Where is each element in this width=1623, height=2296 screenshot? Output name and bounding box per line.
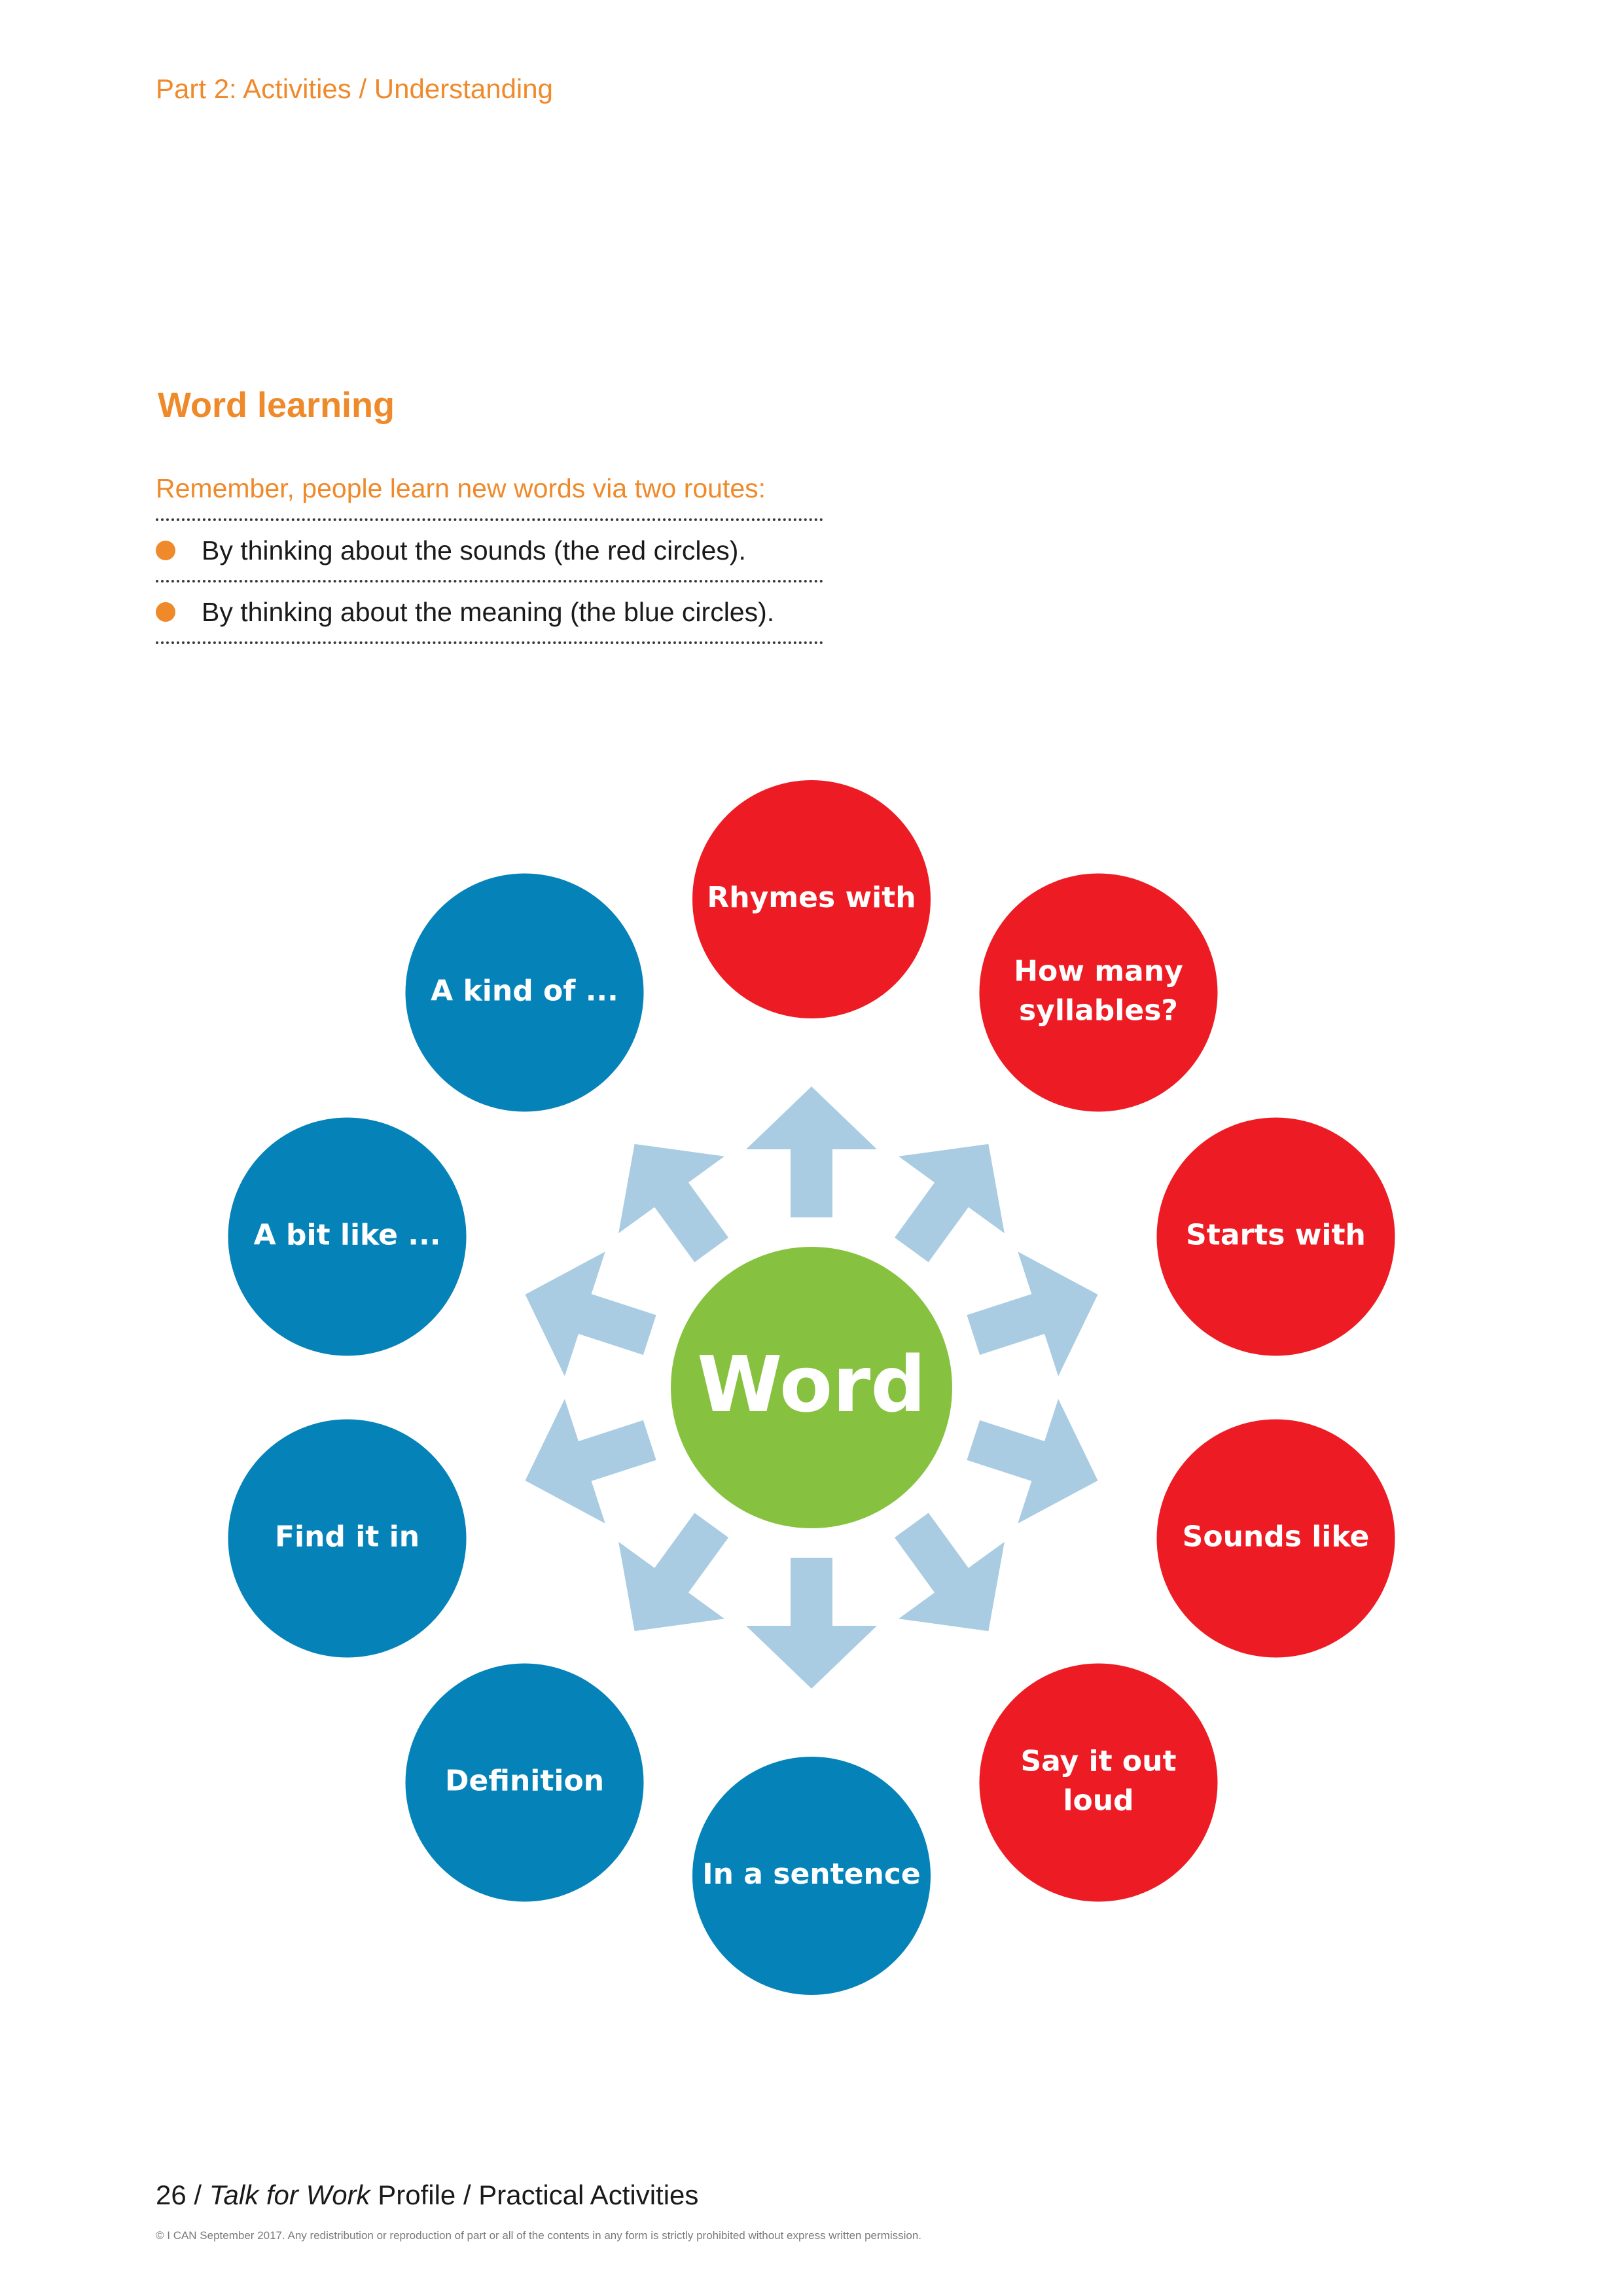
outward-arrow bbox=[525, 1251, 656, 1376]
outward-arrow bbox=[967, 1251, 1098, 1376]
circle-shape bbox=[1156, 1117, 1395, 1356]
circle-label: In a sentence bbox=[702, 1857, 921, 1891]
meaning-circle-8: A bit like ... bbox=[228, 1117, 467, 1356]
footer-line: 26 / Talk for Work Profile / Practical A… bbox=[156, 2179, 698, 2211]
sound-circle-2: Starts with bbox=[1156, 1117, 1395, 1356]
center-label: Word bbox=[697, 1339, 926, 1429]
circle-label: A kind of ... bbox=[431, 974, 618, 1007]
circle-label: Sounds like bbox=[1183, 1520, 1370, 1554]
outward-arrow bbox=[894, 1513, 1005, 1632]
circle-label: Definition bbox=[445, 1765, 604, 1798]
publication-subtitle: Profile / Practical Activities bbox=[370, 2179, 699, 2210]
circle-shape bbox=[1156, 1419, 1395, 1658]
outward-arrow bbox=[618, 1143, 729, 1263]
sound-circle-0: Rhymes with bbox=[692, 780, 931, 1018]
copyright-notice: © I CAN September 2017. Any redistributi… bbox=[156, 2229, 922, 2242]
sound-circle-3: Sounds like bbox=[1156, 1419, 1395, 1658]
circle-label: How many bbox=[1014, 954, 1183, 988]
circle-shape bbox=[228, 1419, 467, 1658]
circle-shape bbox=[692, 1757, 931, 1995]
circle-shape bbox=[979, 873, 1218, 1112]
circle-shape bbox=[692, 780, 931, 1018]
outward-arrow bbox=[967, 1399, 1098, 1524]
bullet-item-meaning: By thinking about the meaning (the blue … bbox=[156, 583, 823, 644]
outward-arrow bbox=[746, 1558, 877, 1689]
circle-label: Find it in bbox=[275, 1520, 419, 1554]
circle-shape bbox=[405, 1663, 644, 1902]
circle-label: A bit like ... bbox=[254, 1218, 441, 1251]
circle-label: loud bbox=[1063, 1784, 1133, 1818]
circle-label: syllables? bbox=[1019, 994, 1178, 1027]
sound-circle-1: How many syllables? bbox=[979, 873, 1218, 1112]
meaning-circle-6: Definition bbox=[405, 1663, 644, 1902]
page-number: 26 / bbox=[156, 2179, 209, 2210]
circle-shape bbox=[979, 1663, 1218, 1902]
publication-title: Talk for Work bbox=[209, 2179, 370, 2210]
circle-shape bbox=[405, 873, 644, 1112]
intro-text: Remember, people learn new words via two… bbox=[156, 469, 823, 521]
center-circle-shape bbox=[671, 1247, 952, 1528]
bullet-text: By thinking about the sounds (the red ci… bbox=[202, 535, 746, 565]
intro-block: Remember, people learn new words via two… bbox=[156, 469, 823, 644]
outward-arrow bbox=[746, 1086, 877, 1217]
bullet-dot-icon bbox=[156, 541, 175, 560]
outward-arrow bbox=[525, 1399, 656, 1524]
center-word-circle: Word bbox=[671, 1247, 952, 1528]
circle-label: Starts with bbox=[1186, 1218, 1366, 1251]
section-title: Word learning bbox=[158, 386, 395, 425]
meaning-circle-9: A kind of ... bbox=[405, 873, 644, 1112]
circle-label: Rhymes with bbox=[707, 881, 916, 914]
bullet-item-sounds: By thinking about the sounds (the red ci… bbox=[156, 521, 823, 583]
outward-arrow bbox=[618, 1513, 729, 1632]
circle-shape bbox=[228, 1117, 467, 1356]
bullet-dot-icon bbox=[156, 602, 175, 622]
outward-arrow bbox=[894, 1143, 1005, 1263]
bullet-text: By thinking about the meaning (the blue … bbox=[202, 596, 775, 627]
breadcrumb: Part 2: Activities / Understanding bbox=[156, 73, 553, 104]
meaning-circle-5: In a sentence bbox=[692, 1757, 931, 1995]
circle-label: Say it out bbox=[1020, 1745, 1176, 1778]
meaning-circle-7: Find it in bbox=[228, 1419, 467, 1658]
sound-circle-4: Say it out loud bbox=[979, 1663, 1218, 1902]
